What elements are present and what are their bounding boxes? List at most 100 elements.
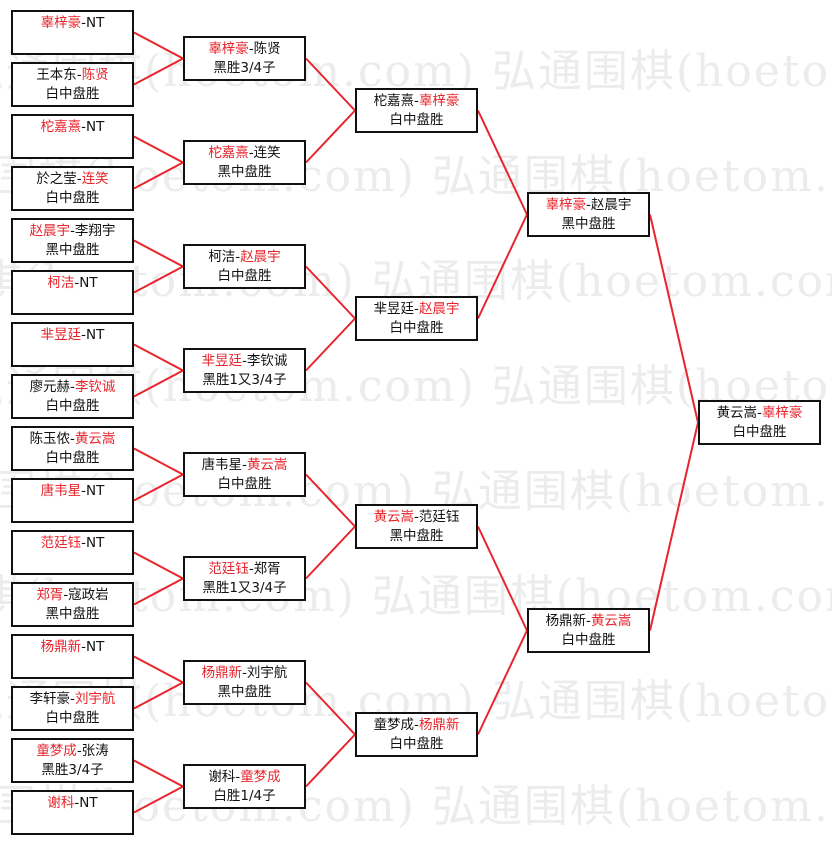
match-players: 陈玉侬-黄云嵩 xyxy=(13,428,132,449)
match-box-round-2: 范廷钰-郑胥黑胜1又3/4子 xyxy=(183,556,306,601)
match-box-round-1: 杨鼎新-NT xyxy=(11,634,134,679)
player-text: 廖元赫- xyxy=(29,379,75,395)
player-text: -NT xyxy=(81,483,105,499)
match-box-round-1: 於之莹-连笑白中盘胜 xyxy=(11,166,134,211)
match-result: 黑胜1又3/4子 xyxy=(202,580,287,596)
match-box-round-3: 黄云嵩-范廷钰黑中盘胜 xyxy=(355,504,478,549)
bracket-connector-line xyxy=(305,57,356,112)
match-box-round-1: 童梦成-张涛黑胜3/4子 xyxy=(11,738,134,783)
match-result: 黑中盘胜 xyxy=(45,606,100,622)
match-result: 白中盘胜 xyxy=(389,320,444,336)
match-players: 杨鼎新-NT xyxy=(13,636,132,657)
match-players: 童梦成-张涛 xyxy=(13,740,132,761)
match-box-round-1: 柯洁-NT xyxy=(11,270,134,315)
match-result: 白中盘胜 xyxy=(389,736,444,752)
match-box-round-2: 谢科-童梦成白胜1/4子 xyxy=(183,764,306,809)
match-box-round-1: 王本东-陈贤白中盘胜 xyxy=(11,62,134,107)
match-box-round-4: 辜梓豪-赵晨宇黑中盘胜 xyxy=(527,192,650,237)
winner-name: 李钦诚 xyxy=(74,379,116,395)
winner-name: 黄云嵩 xyxy=(373,509,415,525)
match-players: 芈昱廷-赵晨宇 xyxy=(357,298,476,319)
match-result: 白中盘胜 xyxy=(45,190,100,206)
bracket-connector-line xyxy=(305,473,356,528)
match-players: 杨鼎新-刘宇航 xyxy=(185,662,304,683)
winner-name: 辜梓豪 xyxy=(208,41,249,57)
match-players: 柁嘉熹-NT xyxy=(13,116,132,137)
match-result: 白中盘胜 xyxy=(389,112,444,128)
match-box-round-3: 柁嘉熹-辜梓豪白中盘胜 xyxy=(355,88,478,133)
player-text: -李钦诚 xyxy=(242,353,288,369)
match-players: 童梦成-杨鼎新 xyxy=(357,714,476,735)
player-text: -NT xyxy=(81,639,105,655)
match-players: 李轩豪-刘宇航 xyxy=(13,688,132,709)
match-box-round-3: 童梦成-杨鼎新白中盘胜 xyxy=(355,712,478,757)
match-box-round-2: 柁嘉熹-连笑黑中盘胜 xyxy=(183,140,306,185)
player-text: 童梦成- xyxy=(373,717,419,733)
player-text: 黄云嵩- xyxy=(716,405,762,421)
match-players: 范廷钰-郑胥 xyxy=(185,558,304,579)
match-box-round-3: 芈昱廷-赵晨宇白中盘胜 xyxy=(355,296,478,341)
match-box-round-1: 李轩豪-刘宇航白中盘胜 xyxy=(11,686,134,731)
match-box-round-1: 范廷钰-NT xyxy=(11,530,134,575)
match-players: 柯洁-NT xyxy=(13,272,132,293)
match-players: 辜梓豪-NT xyxy=(13,12,132,33)
match-box-round-1: 芈昱廷-NT xyxy=(11,322,134,367)
bracket-connector-line xyxy=(477,110,528,215)
bracket-connector-line xyxy=(133,759,184,788)
match-players: 辜梓豪-赵晨宇 xyxy=(529,194,648,215)
match-box-round-1: 陈玉侬-黄云嵩白中盘胜 xyxy=(11,426,134,471)
match-players: 柯洁-赵晨宇 xyxy=(185,246,304,267)
match-players: 黄云嵩-辜梓豪 xyxy=(700,402,819,423)
winner-name: 黄云嵩 xyxy=(246,457,288,473)
player-text: -刘宇航 xyxy=(242,665,288,681)
winner-name: 陈贤 xyxy=(81,67,109,83)
player-text: -赵晨宇 xyxy=(586,197,632,213)
player-text: -NT xyxy=(74,275,98,291)
player-text: -张涛 xyxy=(76,743,109,759)
match-players: 黄云嵩-范廷钰 xyxy=(357,506,476,527)
player-text: -寇政岩 xyxy=(63,587,109,603)
bracket-connector-line xyxy=(133,265,184,294)
bracket-connector-line xyxy=(477,214,528,319)
player-text: -NT xyxy=(81,535,105,551)
player-text: -NT xyxy=(74,795,98,811)
winner-name: 赵晨宇 xyxy=(418,301,460,317)
bracket-connector-line xyxy=(133,447,184,476)
winner-name: 辜梓豪 xyxy=(418,93,460,109)
match-box-round-2: 唐韦星-黄云嵩白中盘胜 xyxy=(183,452,306,497)
match-box-round-4: 杨鼎新-黄云嵩白中盘胜 xyxy=(527,608,650,653)
match-result: 白中盘胜 xyxy=(732,424,787,440)
match-box-round-1: 廖元赫-李钦诚白中盘胜 xyxy=(11,374,134,419)
winner-name: 柁嘉熹 xyxy=(208,145,249,161)
winner-name: 辜梓豪 xyxy=(40,15,82,31)
match-result: 黑中盘胜 xyxy=(217,164,272,180)
winner-name: 辜梓豪 xyxy=(761,405,803,421)
player-text: 芈昱廷- xyxy=(373,301,419,317)
winner-name: 柯洁 xyxy=(47,275,75,291)
winner-name: 黄云嵩 xyxy=(74,431,116,447)
match-players: 柁嘉熹-连笑 xyxy=(185,142,304,163)
bracket-connector-line xyxy=(133,31,184,60)
match-result: 白中盘胜 xyxy=(217,268,272,284)
bracket-connector-line xyxy=(133,343,184,372)
player-text: -陈贤 xyxy=(248,41,281,57)
match-box-round-1: 唐韦星-NT xyxy=(11,478,134,523)
match-result: 白中盘胜 xyxy=(45,710,100,726)
match-players: 谢科-童梦成 xyxy=(185,766,304,787)
match-players: 赵晨宇-李翔宇 xyxy=(13,220,132,241)
bracket-connector-line xyxy=(305,681,356,736)
match-players: 於之莹-连笑 xyxy=(13,168,132,189)
match-players: 唐韦星-黄云嵩 xyxy=(185,454,304,475)
bracket-connector-line xyxy=(649,214,699,423)
match-result: 黑胜3/4子 xyxy=(41,762,104,778)
match-box-round-2: 柯洁-赵晨宇白中盘胜 xyxy=(183,244,306,289)
bracket-connector-line xyxy=(133,785,184,814)
bracket-connector-line xyxy=(133,681,184,710)
match-players: 王本东-陈贤 xyxy=(13,64,132,85)
match-players: 辜梓豪-陈贤 xyxy=(185,38,304,59)
match-result: 白中盘胜 xyxy=(45,86,100,102)
match-box-round-1: 辜梓豪-NT xyxy=(11,10,134,55)
bracket-connector-line xyxy=(133,577,184,606)
winner-name: 范廷钰 xyxy=(208,561,249,577)
